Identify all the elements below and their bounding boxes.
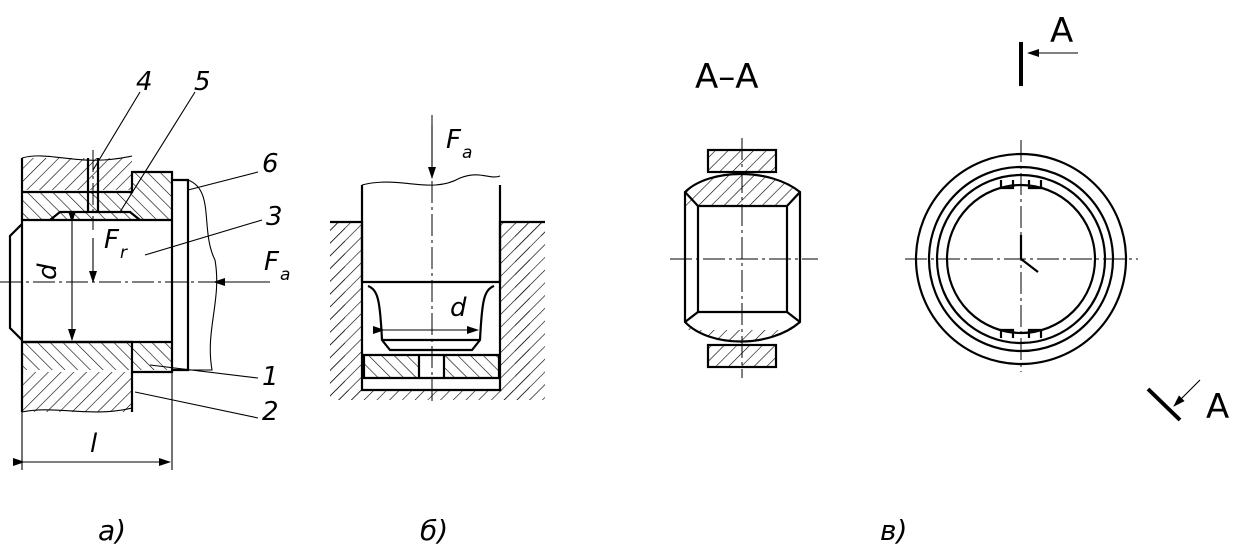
- die-left-hatch: [330, 222, 362, 400]
- housing-top-hatch: [22, 158, 132, 190]
- label-press-force-sub: a: [462, 143, 472, 163]
- die-outline: [330, 220, 545, 392]
- leader-6: [187, 171, 259, 191]
- support-outline: [362, 353, 501, 380]
- leader-4: [92, 91, 141, 171]
- slot-bottom: [999, 328, 1043, 338]
- die-right-hatch: [500, 222, 545, 400]
- label-part-2: 2: [262, 397, 279, 427]
- leader-1: [149, 364, 259, 379]
- support-left-hatch: [364, 355, 419, 377]
- flange-break: [187, 179, 218, 371]
- leader-5: [119, 91, 196, 213]
- view-b: F a d: [330, 115, 545, 405]
- punch-break: [361, 174, 501, 186]
- outer-ring-top-hatch: [708, 150, 776, 172]
- section-mark-bottom: A: [1206, 387, 1229, 427]
- section-title: A–A: [695, 57, 759, 97]
- bushing-outline: [22, 170, 174, 374]
- label-part-4: 4: [136, 67, 153, 97]
- bushing-bottom-hatch: [22, 342, 172, 370]
- label-part-5: 5: [194, 67, 211, 97]
- pressed-bushing: [367, 284, 495, 352]
- slot-top: [999, 180, 1043, 190]
- caption-v: в): [880, 514, 907, 547]
- support-right-hatch: [444, 355, 499, 377]
- shaft-flange: [172, 178, 190, 372]
- break-line-bottom: [21, 407, 133, 413]
- view-a: 4 5 6 3 1 2 d l F r F a: [0, 67, 290, 470]
- section-mark-top: A: [1050, 11, 1073, 51]
- oil-hole: [86, 158, 100, 212]
- label-force-axial-sub: a: [280, 265, 290, 285]
- section-mark-bottom-arrow: [1173, 379, 1201, 407]
- label-part-6: 6: [262, 149, 279, 179]
- caption-a: а): [98, 514, 126, 547]
- break-line-top: [21, 155, 133, 161]
- view-v-front: A A: [905, 11, 1229, 427]
- oil-groove: [49, 210, 141, 221]
- bushing-collar-top-hatch: [132, 172, 172, 192]
- view-v-section: A–A: [670, 57, 818, 378]
- section-mark-bottom-line: [1146, 387, 1182, 422]
- label-force-radial-sub: r: [120, 243, 128, 263]
- punch-sides: [360, 185, 502, 282]
- caption-b: б): [420, 514, 448, 547]
- label-force-radial: F: [104, 225, 120, 255]
- leader-3: [144, 219, 263, 256]
- label-force-axial: F: [264, 247, 280, 277]
- label-part-3: 3: [266, 202, 283, 232]
- label-length: l: [90, 429, 98, 459]
- label-diameter-b: d: [450, 293, 467, 323]
- leader-2: [134, 391, 259, 419]
- label-press-force: F: [446, 125, 462, 155]
- support-hole: [417, 355, 446, 378]
- housing-bottom-hatch: [22, 372, 132, 412]
- label-diameter: d: [33, 263, 63, 280]
- label-part-1: 1: [262, 362, 279, 392]
- cut-indicator: [1019, 235, 1039, 273]
